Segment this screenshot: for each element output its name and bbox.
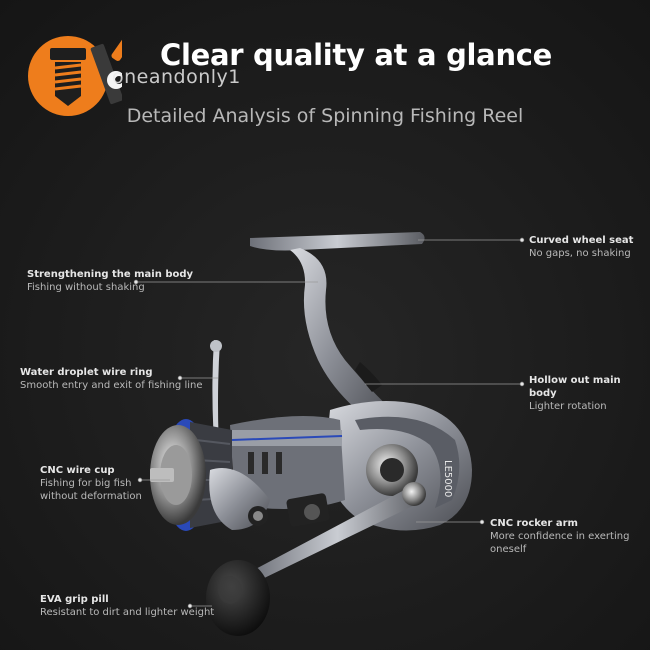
callout-title: Hollow out main body [529, 375, 621, 399]
wheel-seat [250, 232, 425, 251]
subtitle: Detailed Analysis of Spinning Fishing Re… [126, 105, 524, 127]
watermark-text: oneandonly1 [112, 66, 241, 88]
callout-title: EVA grip pill [40, 594, 109, 605]
callout-desc: No gaps, no shaking [529, 248, 631, 259]
callout-desc-line2: without deformation [40, 491, 142, 502]
callout-desc-line1: Fishing for big fish [40, 478, 132, 489]
callout-desc: Smooth entry and exit of fishing line [20, 380, 203, 391]
model-text: LE5000 [442, 460, 453, 497]
screw-wrench-logo-icon [28, 33, 122, 116]
callout-hollow-main-body: Hollow out main body Lighter rotation [529, 374, 650, 413]
hollow-window [355, 362, 382, 392]
callout-title: Strengthening the main body [27, 269, 194, 280]
callout-cnc-rocker-arm: CNC rocker arm More confidence in exerti… [490, 517, 650, 556]
callout-eva-grip: EVA grip pill Resistant to dirt and ligh… [40, 593, 214, 619]
callout-desc: More confidence in exerting oneself [490, 531, 630, 555]
callout-curved-wheel-seat: Curved wheel seat No gaps, no shaking [529, 234, 633, 260]
callout-title: CNC rocker arm [490, 518, 578, 529]
callout-cnc-wire-cup: CNC wire cup Fishing for big fish withou… [40, 464, 142, 503]
reel-stem [290, 248, 392, 422]
headline: Clear quality at a glance [160, 38, 553, 72]
callout-desc: Fishing without shaking [27, 282, 145, 293]
callout-title: Curved wheel seat [529, 235, 634, 246]
rocker-arm [250, 488, 425, 582]
callout-desc: Resistant to dirt and lighter weight [40, 607, 215, 618]
callout-desc: Lighter rotation [529, 401, 607, 412]
callout-strengthening-main-body: Strengthening the main body Fishing with… [27, 268, 193, 294]
callout-title: Water droplet wire ring [20, 367, 153, 378]
callout-water-droplet-wire-ring: Water droplet wire ring Smooth entry and… [20, 366, 203, 392]
callout-title: CNC wire cup [40, 465, 115, 476]
